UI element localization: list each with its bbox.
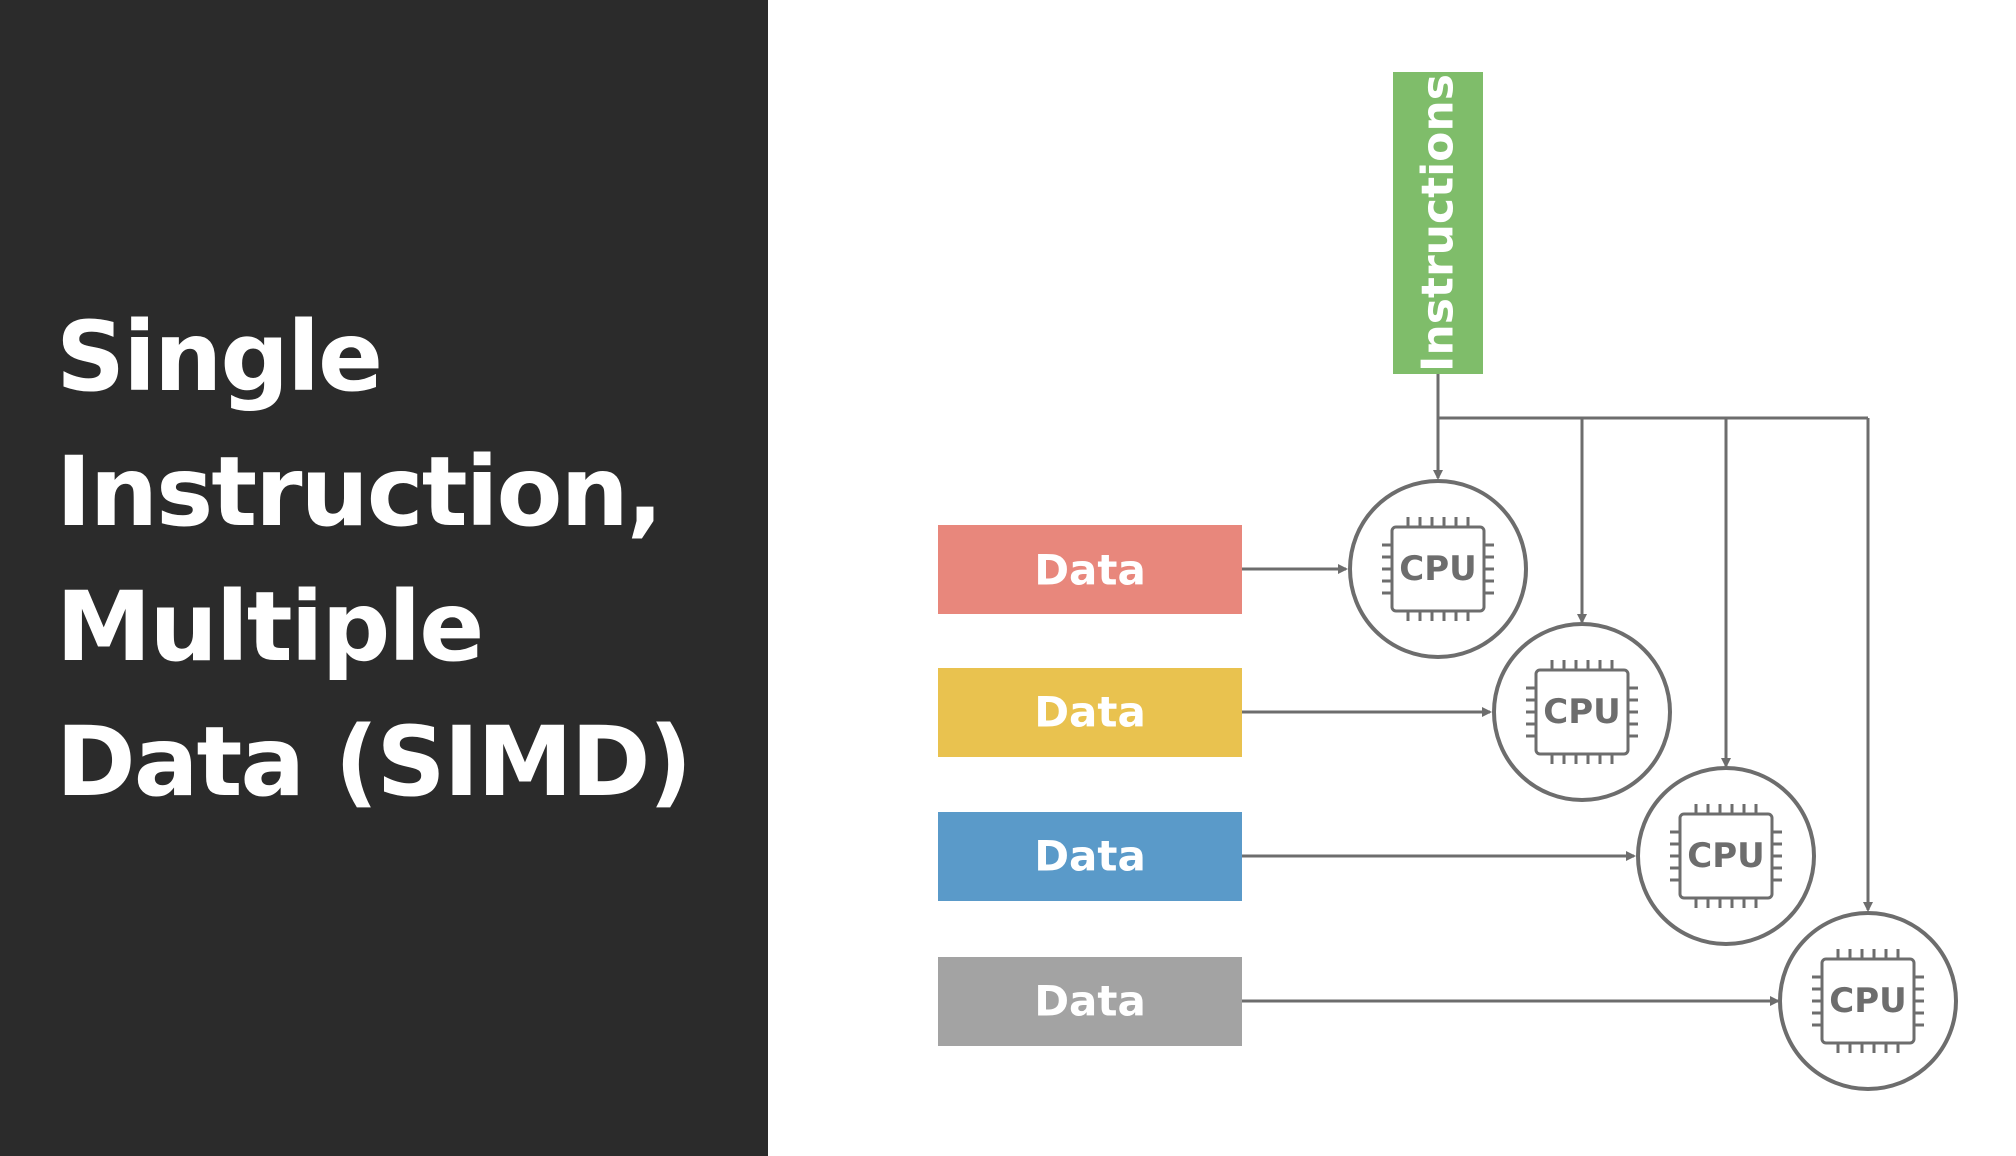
cpu-node-4: CPU: [1778, 911, 1958, 1091]
cpu-node-1-circle: [1348, 479, 1528, 659]
data-block-3: Data: [938, 812, 1636, 901]
data-block-3-fill: [938, 812, 1242, 901]
cpu-node-3: CPU: [1636, 766, 1816, 946]
cpu-chip-icon: [1670, 804, 1782, 908]
data-block-4: Data: [938, 957, 1780, 1046]
cpu-node-2-circle: [1492, 622, 1672, 802]
data-block-1-label: Data: [1034, 546, 1146, 595]
instructions-box: Instructions: [1393, 72, 1483, 374]
cpu-node-4-circle: [1778, 911, 1958, 1091]
data-block-4-fill: [938, 957, 1242, 1046]
data-block-4-label: Data: [1034, 977, 1146, 1026]
cpu-node-2: CPU: [1492, 622, 1672, 802]
data-block-2-label: Data: [1034, 688, 1146, 737]
instruction-bus: [1433, 374, 1873, 912]
cpu-node-3-circle: [1636, 766, 1816, 946]
cpu-node-2-label: CPU: [1543, 692, 1620, 732]
data-block-2: Data: [938, 668, 1492, 757]
cpu-chip-icon: [1526, 660, 1638, 764]
cpu-node-4-label: CPU: [1829, 981, 1906, 1021]
cpu-chip-icon: [1812, 949, 1924, 1053]
title-line-1: Single: [56, 301, 383, 413]
cpu-node-1-label: CPU: [1399, 549, 1476, 589]
title-line-3: Multiple: [56, 571, 484, 683]
title-line-2: Instruction,: [56, 436, 663, 548]
title-line-4: Data (SIMD): [56, 706, 692, 818]
data-block-1-fill: [938, 525, 1242, 614]
data-block-3-label: Data: [1034, 832, 1146, 881]
title-panel: Single Instruction, Multiple Data (SIMD): [0, 0, 768, 1156]
cpu-node-3-label: CPU: [1687, 836, 1764, 876]
cpu-node-1: CPU: [1348, 479, 1528, 659]
slide-title: Single Instruction, Multiple Data (SIMD): [56, 290, 692, 830]
instructions-label: Instructions: [1413, 74, 1464, 372]
cpu-chip-icon: [1382, 517, 1494, 621]
data-block-1: Data: [938, 525, 1348, 614]
data-block-2-fill: [938, 668, 1242, 757]
